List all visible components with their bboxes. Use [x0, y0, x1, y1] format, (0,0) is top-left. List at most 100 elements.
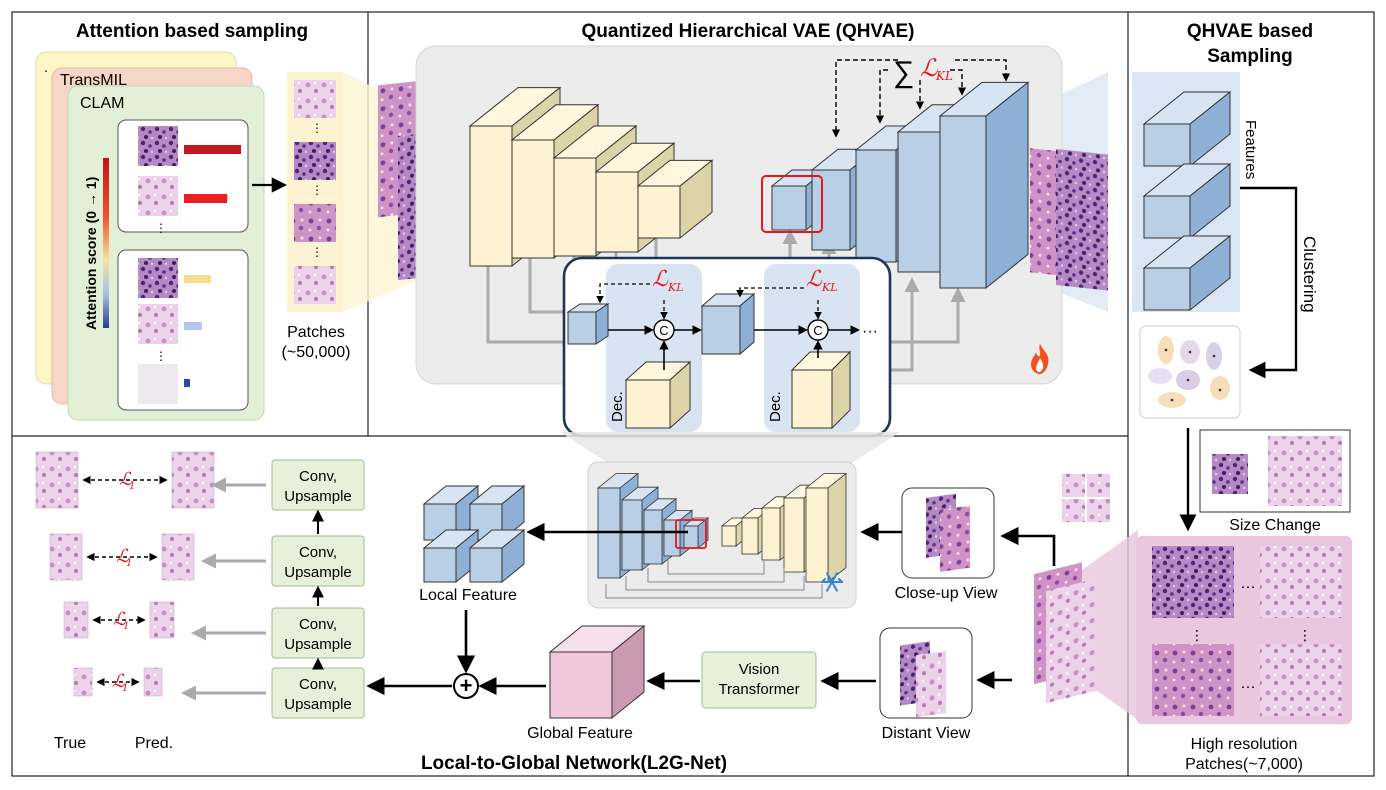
model-stack-ellipsis: . [44, 59, 48, 75]
selected-ellipsis-3: ⋮ [311, 245, 323, 259]
sum-symbol: + [460, 673, 473, 698]
true-image [49, 533, 83, 581]
frozen-decoder-5 [804, 472, 848, 583]
highres-patch-2 [1260, 546, 1342, 618]
selected-ellipsis-1: ⋮ [311, 121, 323, 135]
patch-group-ellipsis-bottom: ⋮ [155, 349, 167, 363]
conv-label-line2: Upsample [284, 696, 352, 713]
decoder-label-2: Dec. [767, 391, 784, 422]
encoder-block-5 [636, 159, 714, 240]
inset-flow-arrows [608, 325, 860, 370]
encoder-blocks [468, 86, 714, 268]
conv-label-line1: Conv, [299, 468, 337, 485]
snowflake-icon [821, 572, 843, 592]
decoder-label-1: Dec. [609, 391, 626, 422]
vit-label-1: Vision [739, 661, 780, 678]
conv-label-line2: Upsample [284, 636, 352, 653]
wsi-crop-front [1046, 578, 1096, 704]
highres-patch-4 [1260, 644, 1342, 716]
highres-label-2: Patches(~7,000) [1185, 756, 1303, 773]
vit-label-2: Transformer [718, 681, 799, 698]
pred-image [143, 667, 163, 697]
grid-vdots-1: ⋮ [1190, 627, 1204, 643]
quantized-latent-highlight [761, 175, 823, 233]
size-change-label: Size Change [1229, 517, 1321, 534]
patch-high-1 [138, 126, 178, 166]
attention-panel-title: Attention based sampling [76, 21, 308, 42]
conv-label-line1: Conv, [299, 544, 337, 561]
l1-loss: ℒ [116, 546, 130, 567]
model-name-transmil: TransMIL [60, 72, 127, 89]
distant-image-2 [916, 651, 946, 718]
dec-block-2 [791, 369, 833, 429]
true-pred-pair-4: ℒ1 [73, 667, 163, 697]
selected-patch-2 [294, 142, 336, 180]
decoder-block-5 [938, 81, 1030, 290]
conv-label-line2: Upsample [284, 564, 352, 581]
fire-icon [1031, 344, 1049, 374]
conv-label-line2: Upsample [284, 488, 352, 505]
attention-sampling-panel: Attention based sampling . TransMIL CLAM… [35, 21, 350, 421]
l1-loss: ℒ [113, 609, 127, 630]
l1-loss: ℒ [112, 671, 126, 692]
l1-subscript: 1 [126, 558, 132, 569]
true-label: True [54, 735, 86, 752]
selected-patch-4 [294, 266, 336, 304]
feature-cubes [1142, 90, 1232, 312]
feature-cube-2 [1142, 162, 1232, 240]
kl-sum-loss: ℒ [920, 54, 938, 82]
inset-kl-sub-1: KL [667, 281, 684, 294]
attention-bar-1 [184, 145, 241, 154]
feature-cube-1 [1142, 90, 1232, 168]
highres-patch-3 [1152, 644, 1234, 716]
kl-sum-symbol: ∑ [893, 56, 914, 89]
attention-colorbar [103, 158, 109, 328]
grid-dots-2: … [1240, 675, 1256, 692]
patch-group-ellipsis-top: ⋮ [155, 221, 167, 235]
clustering-arrow [1240, 186, 1298, 379]
pred-image [149, 601, 175, 639]
true-image [73, 667, 93, 697]
true-image [63, 601, 89, 639]
pred-image [171, 451, 215, 509]
patch-low-3 [138, 364, 178, 404]
concat-symbol-2: C [813, 323, 822, 338]
frozen-qhvae-blocks [596, 472, 848, 599]
patch-high-2 [138, 176, 178, 216]
cluster-ellipses [1148, 336, 1230, 408]
selected-patch-3 [294, 204, 336, 242]
patch-low-2 [138, 304, 178, 344]
inset-trailing-dots: ··· [862, 323, 878, 340]
highres-patch-1 [1152, 546, 1234, 618]
clustering-label: Clustering [1300, 236, 1319, 313]
inset-kl-arrows [596, 283, 822, 320]
qhvae-panel-title: Quantized Hierarchical VAE (QHVAE) [582, 21, 915, 42]
conv-upsample-box-1: Conv, Upsample [211, 459, 365, 511]
dec-block-1 [625, 379, 671, 429]
decoder-blocks [770, 81, 1030, 290]
inset-kl-loss-2: ℒ [806, 267, 823, 292]
global-feature-label: Global Feature [527, 725, 633, 742]
attention-axis-label: Attention score (0 → 1) [83, 177, 99, 330]
patch-low-1 [138, 258, 178, 298]
sum-node [453, 673, 479, 699]
attention-bar-5 [184, 379, 190, 387]
conv-upsample-box-4: Conv,Upsample [181, 657, 365, 719]
highres-label-1: High resolution [1191, 736, 1298, 753]
qhvae-sampling-panel: QHVAE based Sampling Features Clustering… [1082, 21, 1352, 773]
attention-bar-3 [184, 275, 211, 283]
true-pred-pair-2: ℒ1 [49, 533, 195, 581]
concat-symbol-1: C [659, 323, 668, 338]
output-image-front [1056, 148, 1108, 291]
l1-subscript: 1 [129, 481, 135, 492]
kl-arrows [831, 59, 1011, 138]
patches-count-label-1: Patches [287, 324, 345, 341]
conv-upsample-box-3: Conv, Upsample [191, 585, 365, 659]
selected-ellipsis-2: ⋮ [311, 183, 323, 197]
low-attention-group [117, 249, 249, 411]
closeup-label: Close-up View [895, 585, 998, 602]
conv-label-line1: Conv, [299, 616, 337, 633]
highres-to-closeup-arrow [1000, 526, 1056, 566]
